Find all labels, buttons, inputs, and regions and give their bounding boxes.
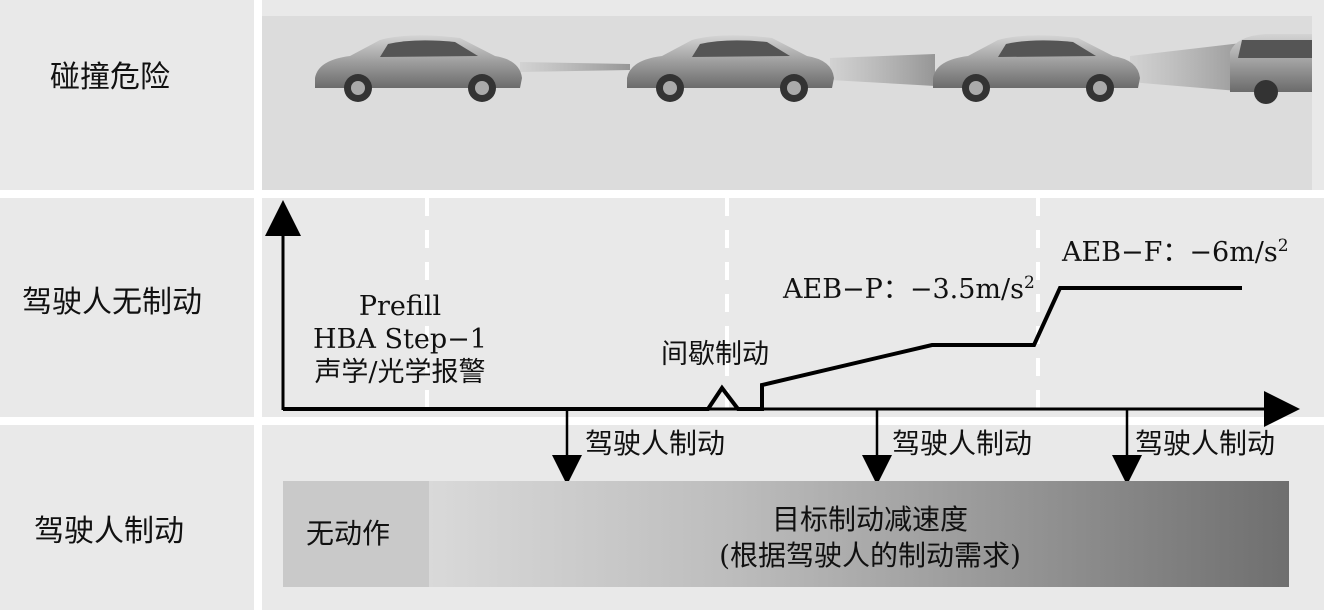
- driver-brake-marker-label-3: 驾驶人制动: [1135, 427, 1276, 460]
- driver-brake-marker-label-1: 驾驶人制动: [585, 427, 726, 460]
- row-label-driver-no-brake: 驾驶人无制动: [22, 285, 202, 320]
- target-deceleration-label: 目标制动减速度 (根据驾驶人的制动需求): [640, 502, 1100, 574]
- target-deceleration-line-1: 目标制动减速度: [771, 503, 968, 536]
- distance-beam-2: [830, 54, 935, 86]
- car-icon: [933, 35, 1140, 102]
- no-action-bar: [283, 481, 429, 587]
- lead-vehicle-icon: [1230, 34, 1312, 104]
- aeb-p-text: AEB−P：−3.5m/s: [783, 274, 1024, 305]
- row-label-collision-risk: 碰撞危险: [50, 60, 170, 95]
- car-icon: [627, 35, 834, 102]
- distance-beam-3: [1130, 42, 1250, 92]
- aeb-f-text: AEB−F：−6m/s: [1062, 237, 1278, 268]
- aeb-f-label: AEB−F：−6m/s2: [1062, 236, 1289, 268]
- intermittent-brake-label: 间歇制动: [661, 339, 769, 370]
- no-action-label: 无动作: [306, 517, 391, 550]
- stage1-annotation: Prefill HBA Step−1 声学/光学报警: [300, 290, 500, 389]
- aeb-p-label: AEB−P：−3.5m/s2: [783, 273, 1035, 305]
- stage1-line-1: Prefill: [358, 291, 442, 322]
- aeb-f-exponent: 2: [1277, 236, 1289, 256]
- target-deceleration-bar: [429, 481, 1289, 587]
- car-icon: [315, 35, 522, 102]
- stage1-line-2: HBA Step−1: [313, 324, 487, 355]
- deceleration-curve: [283, 286, 1242, 411]
- target-deceleration-line-2: (根据驾驶人的制动需求): [719, 539, 1021, 572]
- distance-beam-1: [520, 62, 630, 72]
- row-label-driver-brake: 驾驶人制动: [34, 514, 184, 549]
- driver-brake-marker-label-2: 驾驶人制动: [892, 427, 1033, 460]
- aeb-p-exponent: 2: [1023, 273, 1035, 293]
- stage1-line-3: 声学/光学报警: [314, 357, 486, 388]
